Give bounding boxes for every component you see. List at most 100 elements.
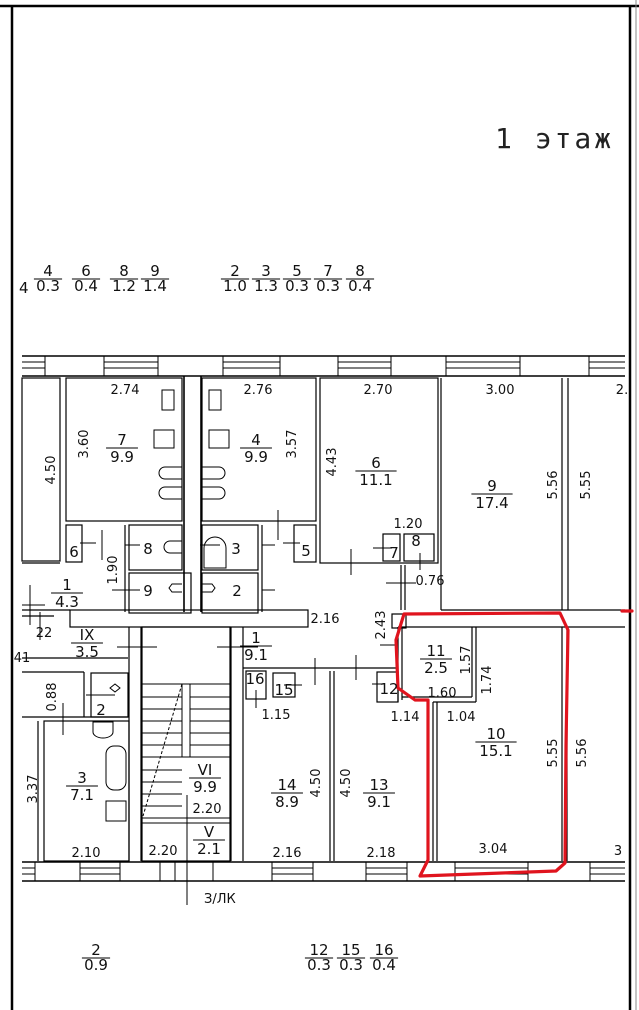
small-room-number: 3 (231, 540, 241, 558)
dimension-5.56: 5.56 (546, 471, 561, 500)
dimension-2.76: 2.76 (244, 383, 273, 398)
room-area: 0.3 (36, 277, 60, 295)
dimension-2.20: 2.20 (193, 802, 222, 817)
toilet-icon (109, 683, 121, 693)
room-area: 9.9 (244, 448, 268, 466)
stove-icon (161, 389, 175, 411)
room-area: 8.9 (275, 793, 299, 811)
legend-entry: 20.9 (81, 941, 111, 974)
room-label-4: 49.9 (240, 431, 272, 466)
legend-entry: 70.3 (313, 262, 343, 295)
dimension-22: 22 (36, 626, 53, 641)
dimension-3.04: 3.04 (479, 842, 508, 857)
dimension-2.16: 2.16 (273, 846, 302, 861)
room-number: 7 (117, 431, 127, 449)
toilet-icon (203, 536, 227, 569)
dimension-3: 3 (614, 844, 622, 859)
room-label-13: 139.1 (363, 776, 395, 811)
room-number: 12 (309, 941, 328, 959)
dimension-1.60: 1.60 (428, 686, 457, 701)
dimension-0.88: 0.88 (45, 683, 60, 712)
floor-title: 1 этаж (495, 122, 614, 155)
door-marks (22, 510, 421, 735)
building-walls (21, 355, 625, 905)
room-number: 1 (251, 629, 261, 647)
room-area: 9.9 (193, 778, 217, 796)
legend-entry: 80.4 (345, 262, 375, 295)
room-number: 4 (251, 431, 261, 449)
room-number: V (204, 823, 215, 841)
room-area: 2.1 (197, 840, 221, 858)
dimension-3.60: 3.60 (77, 430, 92, 459)
room-number: 2 (230, 262, 240, 280)
room-number: 9 (150, 262, 160, 280)
room-number: 4 (43, 262, 53, 280)
dimension-4.50: 4.50 (339, 769, 354, 798)
room-number: 7 (323, 262, 333, 280)
legend-entry: 150.3 (336, 941, 366, 974)
sink-icon (158, 486, 182, 500)
dimension-3.57: 3.57 (285, 430, 300, 459)
room-area: 11.1 (359, 471, 392, 489)
small-room-number: 7 (389, 544, 399, 562)
legend-entry: 120.3 (304, 941, 334, 974)
legend-entry: 21.0 (220, 262, 250, 295)
room-area: 15.1 (479, 742, 512, 760)
room-number: 8 (119, 262, 129, 280)
stove-icon (208, 429, 230, 449)
dimension-0.76: 0.76 (416, 574, 445, 589)
room-outline (21, 377, 61, 562)
room-area: 0.4 (348, 277, 372, 295)
dimension-1.14: 1.14 (391, 710, 420, 725)
legend-entry: 31.3 (251, 262, 281, 295)
room-area: 1.0 (223, 277, 247, 295)
room-area: 0.4 (372, 956, 396, 974)
room-number: 6 (371, 454, 381, 472)
room-6-outline (319, 377, 439, 564)
dimension-5.56: 5.56 (575, 739, 590, 768)
room-8-small-outline (128, 524, 183, 571)
dimension-2.16: 2.16 (311, 612, 340, 627)
legend-entry: 160.4 (369, 941, 399, 974)
room-8-small2-outline (403, 533, 435, 562)
small-room-number: 5 (301, 542, 311, 560)
dimension-41: 41 (14, 651, 31, 666)
dimension-3.37: 3.37 (26, 775, 41, 804)
legend-entry: 60.4 (71, 262, 101, 295)
room-number: 3 (261, 262, 271, 280)
room-area: 9.9 (110, 448, 134, 466)
dimension-4.50: 4.50 (44, 456, 59, 485)
room-area: 1.3 (254, 277, 278, 295)
stove-icon (105, 800, 127, 822)
entrance-label: З/ЛК (204, 892, 236, 907)
fixtures (92, 389, 230, 822)
room-number: 9 (487, 477, 497, 495)
legend-entry: 81.2 (109, 262, 139, 295)
dimension-1.90: 1.90 (106, 556, 121, 585)
room-label-11: 112.5 (420, 642, 452, 677)
small-room-number: 8 (411, 532, 421, 550)
room-number: 13 (369, 776, 388, 794)
room-number: 3 (77, 769, 87, 787)
room-area: 1.2 (112, 277, 136, 295)
dimension-1.20: 1.20 (394, 517, 423, 532)
room-label-1: 14.3 (51, 576, 83, 611)
small-room-number: 12 (379, 680, 398, 698)
room-label-14: 148.9 (271, 776, 303, 811)
room-area: 0.3 (316, 277, 340, 295)
room-label-V: V2.1 (193, 823, 225, 858)
sink-icon (92, 721, 114, 739)
room-area: 9.1 (367, 793, 391, 811)
room-area: 0.3 (307, 956, 331, 974)
room-number: IX (80, 626, 95, 644)
room-label-3: 37.1 (66, 769, 98, 804)
dimension-1.57: 1.57 (459, 646, 474, 675)
stove-icon (208, 389, 222, 411)
small-room-number: 6 (69, 543, 79, 561)
dimension-2.20: 2.20 (149, 844, 178, 859)
